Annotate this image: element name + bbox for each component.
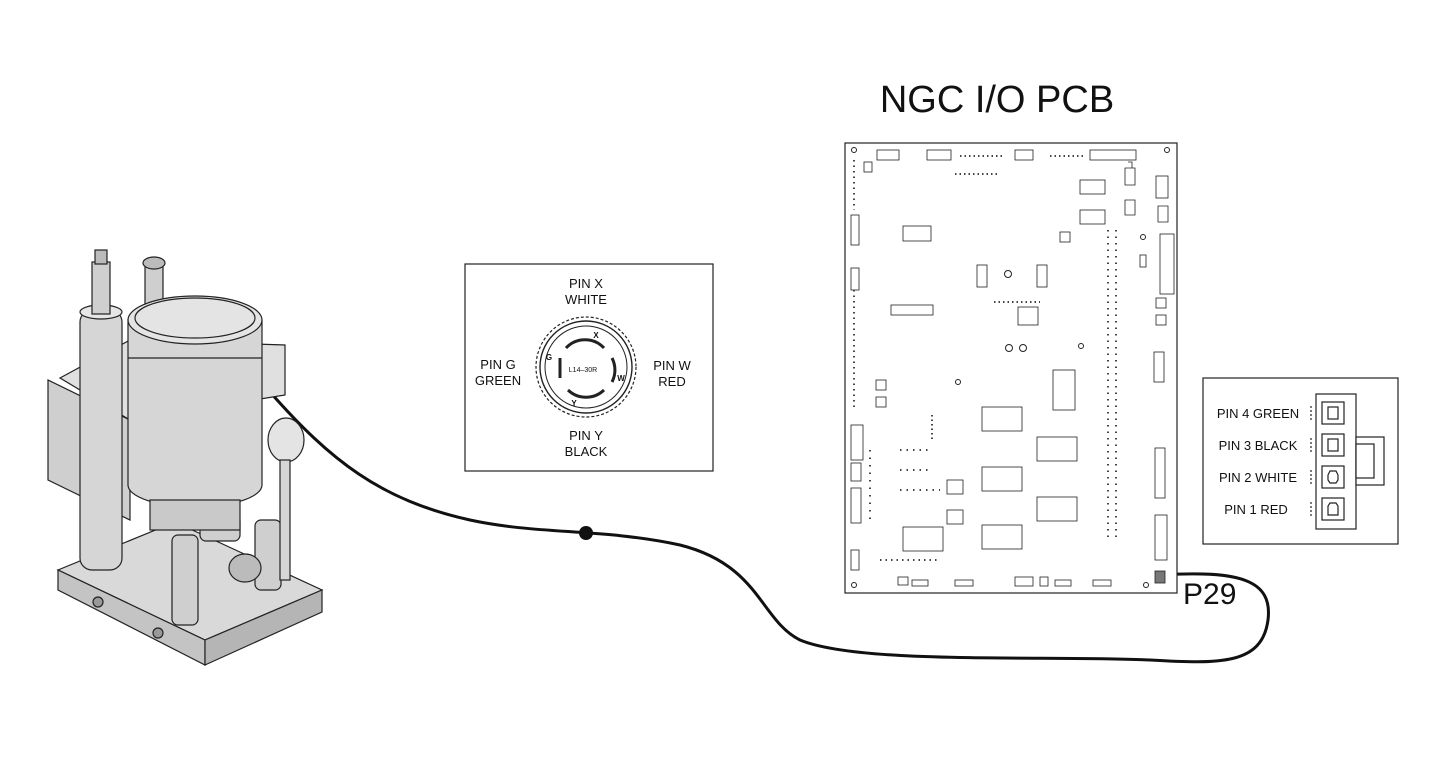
- pcb-via-columns: [853, 155, 1117, 561]
- p29-label: P29: [1183, 578, 1236, 611]
- pin-4-label: PIN 4 GREEN: [1217, 406, 1299, 421]
- pin-x-color: WHITE: [565, 292, 607, 307]
- pin-w-label: PIN W: [653, 358, 691, 373]
- pcb-board: [844, 142, 1178, 594]
- cable: [268, 391, 1270, 664]
- pin-y-color: BLACK: [565, 444, 608, 459]
- pcb-title: NGC I/O PCB: [880, 79, 1114, 121]
- p29-connector: [1154, 570, 1166, 584]
- pin-x-label: PIN X: [569, 276, 603, 291]
- receptacle-model: L14–30R: [569, 367, 597, 374]
- pin-y-label: PIN Y: [569, 428, 603, 443]
- pin-3-label: PIN 3 BLACK: [1219, 438, 1298, 453]
- pin-w-color: RED: [658, 374, 685, 389]
- slot-y: Y: [571, 399, 577, 408]
- receptacle-callout: PIN X WHITE PIN G GREEN PIN W RED PIN Y …: [464, 263, 714, 472]
- pin-2-label: PIN 2 WHITE: [1219, 470, 1297, 485]
- pin-g-label: PIN G: [480, 357, 515, 372]
- pin-1-label: PIN 1 RED: [1224, 502, 1288, 517]
- receptacle-face: [535, 316, 637, 418]
- cable-junction-dot: [579, 526, 593, 540]
- compressor-unit: [47, 249, 324, 666]
- pin-g-color: GREEN: [475, 373, 521, 388]
- slot-g: G: [546, 353, 552, 362]
- connector-housing: [1310, 393, 1385, 530]
- pcb-connector-callout: PIN 4 GREEN PIN 3 BLACK PIN 2 WHITE PIN …: [1202, 377, 1399, 545]
- slot-w: W: [617, 374, 625, 383]
- slot-x: X: [593, 331, 599, 340]
